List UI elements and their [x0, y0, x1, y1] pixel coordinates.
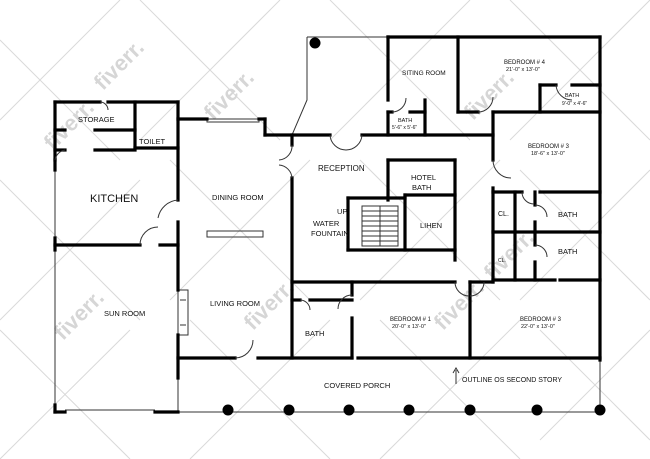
label-bath-r1: BATH [558, 210, 577, 219]
label-living-room: LIVING ROOM [210, 299, 260, 308]
label-linen: LIHEN [420, 221, 442, 230]
label-bedroom-3-bottom-dim: 22'-0" x 13'-0" [521, 324, 555, 330]
label-bedroom-1: BEDROOM # 1 [390, 317, 432, 323]
watermark-text: fiverr. [199, 65, 259, 125]
stairs [361, 205, 399, 247]
label-siting-room: SITING ROOM [402, 70, 446, 77]
label-dining-room: DINING ROOM [212, 193, 264, 202]
label-bedroom-1-dim: 20'-0" x 13'-0" [392, 324, 426, 330]
label-bedroom-4: BEDROOM # 4 [504, 60, 546, 66]
label-toilet: TOILET [139, 137, 166, 146]
watermark-text-group: fiverr. fiverr. fiverr. fiverr. fiverr. … [39, 35, 539, 345]
label-bath-small-dim: 5'-6" x 5'-6" [392, 125, 417, 131]
label-closet-1: CL. [498, 211, 509, 218]
doors [54, 84, 573, 359]
room-labels: STORAGE TOILET KITCHEN SUN ROOM DINING R… [78, 60, 587, 390]
label-storage: STORAGE [78, 115, 115, 124]
label-covered-porch: COVERED PORCH [324, 381, 390, 390]
label-bedroom-3-bottom: BEDROOM # 3 [520, 317, 562, 323]
porch-column [343, 404, 355, 416]
label-bath-b4-dim: 9'-0" x 4'-6" [562, 101, 587, 107]
entry-column [309, 37, 321, 49]
label-hotel-bath-1: HOTEL [411, 173, 436, 182]
label-bedroom-3-top-dim: 18'-6" x 13'-0" [531, 151, 565, 157]
label-bedroom-3-top: BEDROOM # 3 [528, 144, 570, 150]
porch-column [222, 404, 234, 416]
label-outline-note: OUTLINE OS SECOND STORY [462, 377, 562, 384]
watermark-text: fiverr. [479, 225, 539, 285]
label-kitchen: KITCHEN [90, 193, 138, 205]
label-reception: RECEPTION [318, 164, 365, 173]
porch-column [403, 404, 415, 416]
label-bath-small: BATH [398, 118, 412, 124]
thin-lines [54, 36, 601, 413]
label-up: UP [337, 207, 347, 216]
watermark-text: fiverr. [89, 35, 149, 95]
label-bedroom-4-dim: 21'-0" x 13'-0" [506, 67, 540, 73]
porch-column [464, 404, 476, 416]
watermark-text: fiverr. [459, 65, 519, 125]
label-bath-b4: BATH [565, 93, 579, 99]
label-hotel-bath-2: BATH [412, 183, 431, 192]
label-closet-2: CL. [498, 258, 506, 264]
watermark-text: fiverr. [39, 95, 99, 155]
label-water-fountain-2: FOUNTAIN [311, 229, 349, 238]
watermark-text: fiverr. [49, 285, 109, 345]
watermark-text: fiverr. [429, 275, 489, 335]
label-bath-r2: BATH [558, 247, 577, 256]
porch-column [283, 404, 295, 416]
porch-columns [222, 37, 606, 416]
label-water-fountain-1: WATER [313, 219, 340, 228]
label-sun-room: SUN ROOM [104, 309, 145, 318]
label-bath-lower: BATH [305, 329, 324, 338]
porch-column [531, 404, 543, 416]
porch-column [594, 404, 606, 416]
walls [53, 35, 602, 414]
